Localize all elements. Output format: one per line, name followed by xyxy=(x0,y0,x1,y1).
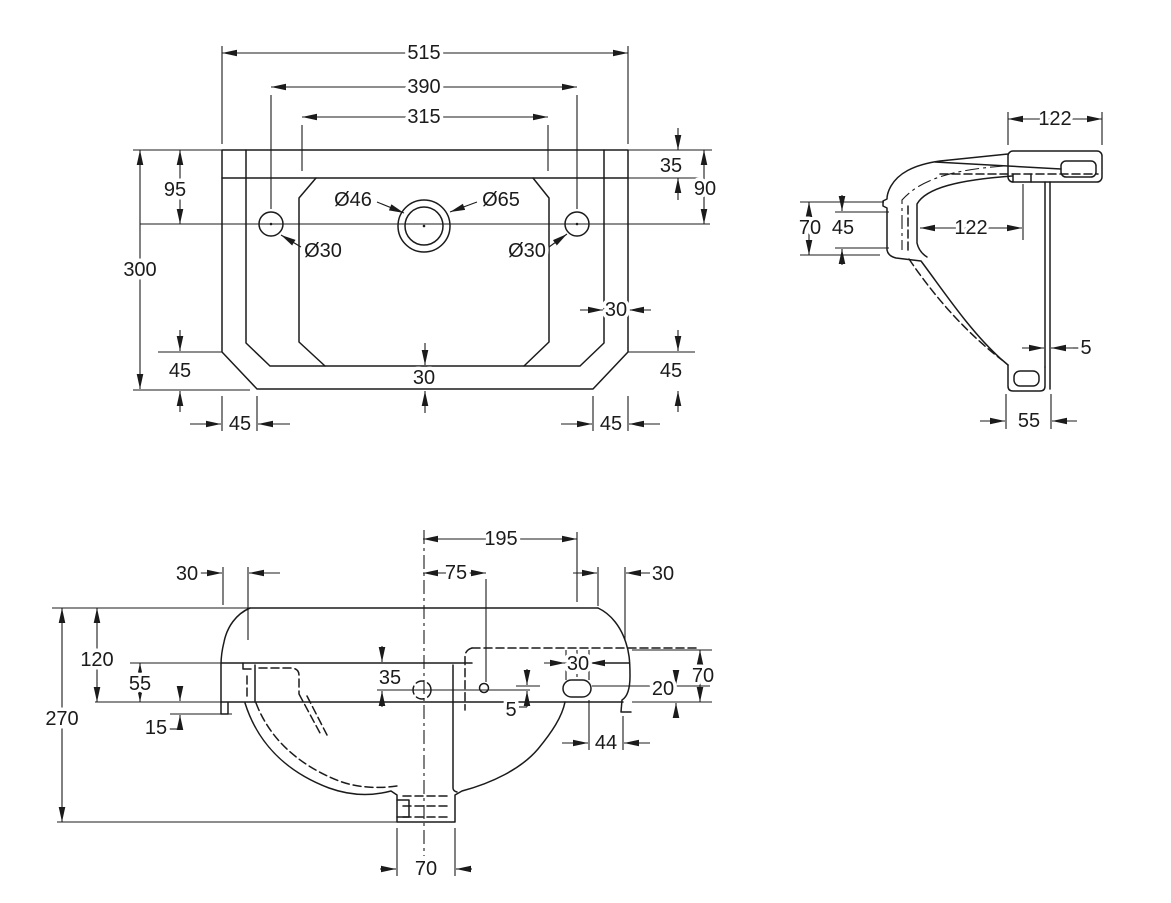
waste-recess xyxy=(397,199,451,253)
front-outline xyxy=(220,530,701,856)
dim-shoulder-right: 30 xyxy=(652,563,674,585)
waste-hole xyxy=(404,206,444,246)
dim-rim-side: 30 xyxy=(605,299,627,321)
dim-shoulder-left: 30 xyxy=(176,563,198,585)
dim-inner-depth: 122 xyxy=(954,217,987,239)
dim-shelf-depth: 122 xyxy=(1038,108,1071,130)
overflow-hole xyxy=(478,682,490,694)
front-dimension-labels: 195 30 75 30 120 55 35 30 70 20 270 15 5… xyxy=(42,525,718,884)
dim-chamfer-left-depth: 45 xyxy=(169,360,191,382)
dim-chamfer-left-width: 45 xyxy=(229,413,251,435)
dim-lug-depth: 55 xyxy=(1018,410,1040,432)
side-dimension-lines xyxy=(800,112,1103,429)
dim-chamfer-right-width: 45 xyxy=(600,413,622,435)
dim-rim-front: 30 xyxy=(413,367,435,389)
dim-overflow-from-center: 75 xyxy=(445,562,467,584)
front-view: 195 30 75 30 120 55 35 30 70 20 270 15 5… xyxy=(42,525,718,884)
dim-waste-hole: Ø46 xyxy=(334,189,372,211)
dim-deck-depth: 35 xyxy=(660,155,682,177)
dim-overall-width: 515 xyxy=(407,42,440,64)
tap-hole-front-right xyxy=(562,679,592,698)
side-outline xyxy=(882,150,1103,392)
plan-dimension-labels: 515 390 315 95 300 35 90 30 30 45 45 45 … xyxy=(120,39,720,439)
dim-chamfer-right-depth: 45 xyxy=(660,360,682,382)
fixing-lug-slot xyxy=(1013,370,1040,387)
front-dimension-lines xyxy=(52,532,712,876)
dim-tap-hole-left: Ø30 xyxy=(304,240,342,262)
dim-foot-height: 15 xyxy=(145,717,167,739)
dim-deck-to-holes: 90 xyxy=(694,178,716,200)
dim-tap-hole-right: Ø30 xyxy=(508,240,546,262)
dim-holes-from-front: 95 xyxy=(164,179,186,201)
dim-slot-from-center: 195 xyxy=(484,528,517,550)
plan-dimension-lines xyxy=(133,46,712,431)
dim-wall-gap: 5 xyxy=(1080,337,1091,359)
dim-hole-spacing: 390 xyxy=(407,76,440,98)
dim-hole-drop: 35 xyxy=(379,667,401,689)
dim-rim-height: 70 xyxy=(799,217,821,239)
plan-outline xyxy=(140,149,710,390)
side-dimension-labels: 122 70 45 122 5 55 xyxy=(795,105,1095,436)
dim-front-edge-height: 45 xyxy=(832,217,854,239)
dim-bowl-width: 315 xyxy=(407,106,440,128)
plan-view: 515 390 315 95 300 35 90 30 30 45 45 45 … xyxy=(120,39,720,439)
dim-slot-width: 30 xyxy=(567,653,589,675)
dim-ledge-height: 70 xyxy=(692,665,714,687)
side-view: 122 70 45 122 5 55 xyxy=(795,105,1103,436)
dim-overall-depth: 300 xyxy=(123,259,156,281)
dim-trap-width: 70 xyxy=(415,858,437,880)
dim-deck-height: 55 xyxy=(129,673,151,695)
dim-hole-offset: 5 xyxy=(505,699,516,721)
dim-overall-height: 270 xyxy=(45,708,78,730)
dim-rim-depth: 120 xyxy=(80,649,113,671)
dim-slot-to-edge: 44 xyxy=(595,732,617,754)
dim-waste-recess: Ø65 xyxy=(482,189,520,211)
dim-slot-to-bottom: 20 xyxy=(652,678,674,700)
